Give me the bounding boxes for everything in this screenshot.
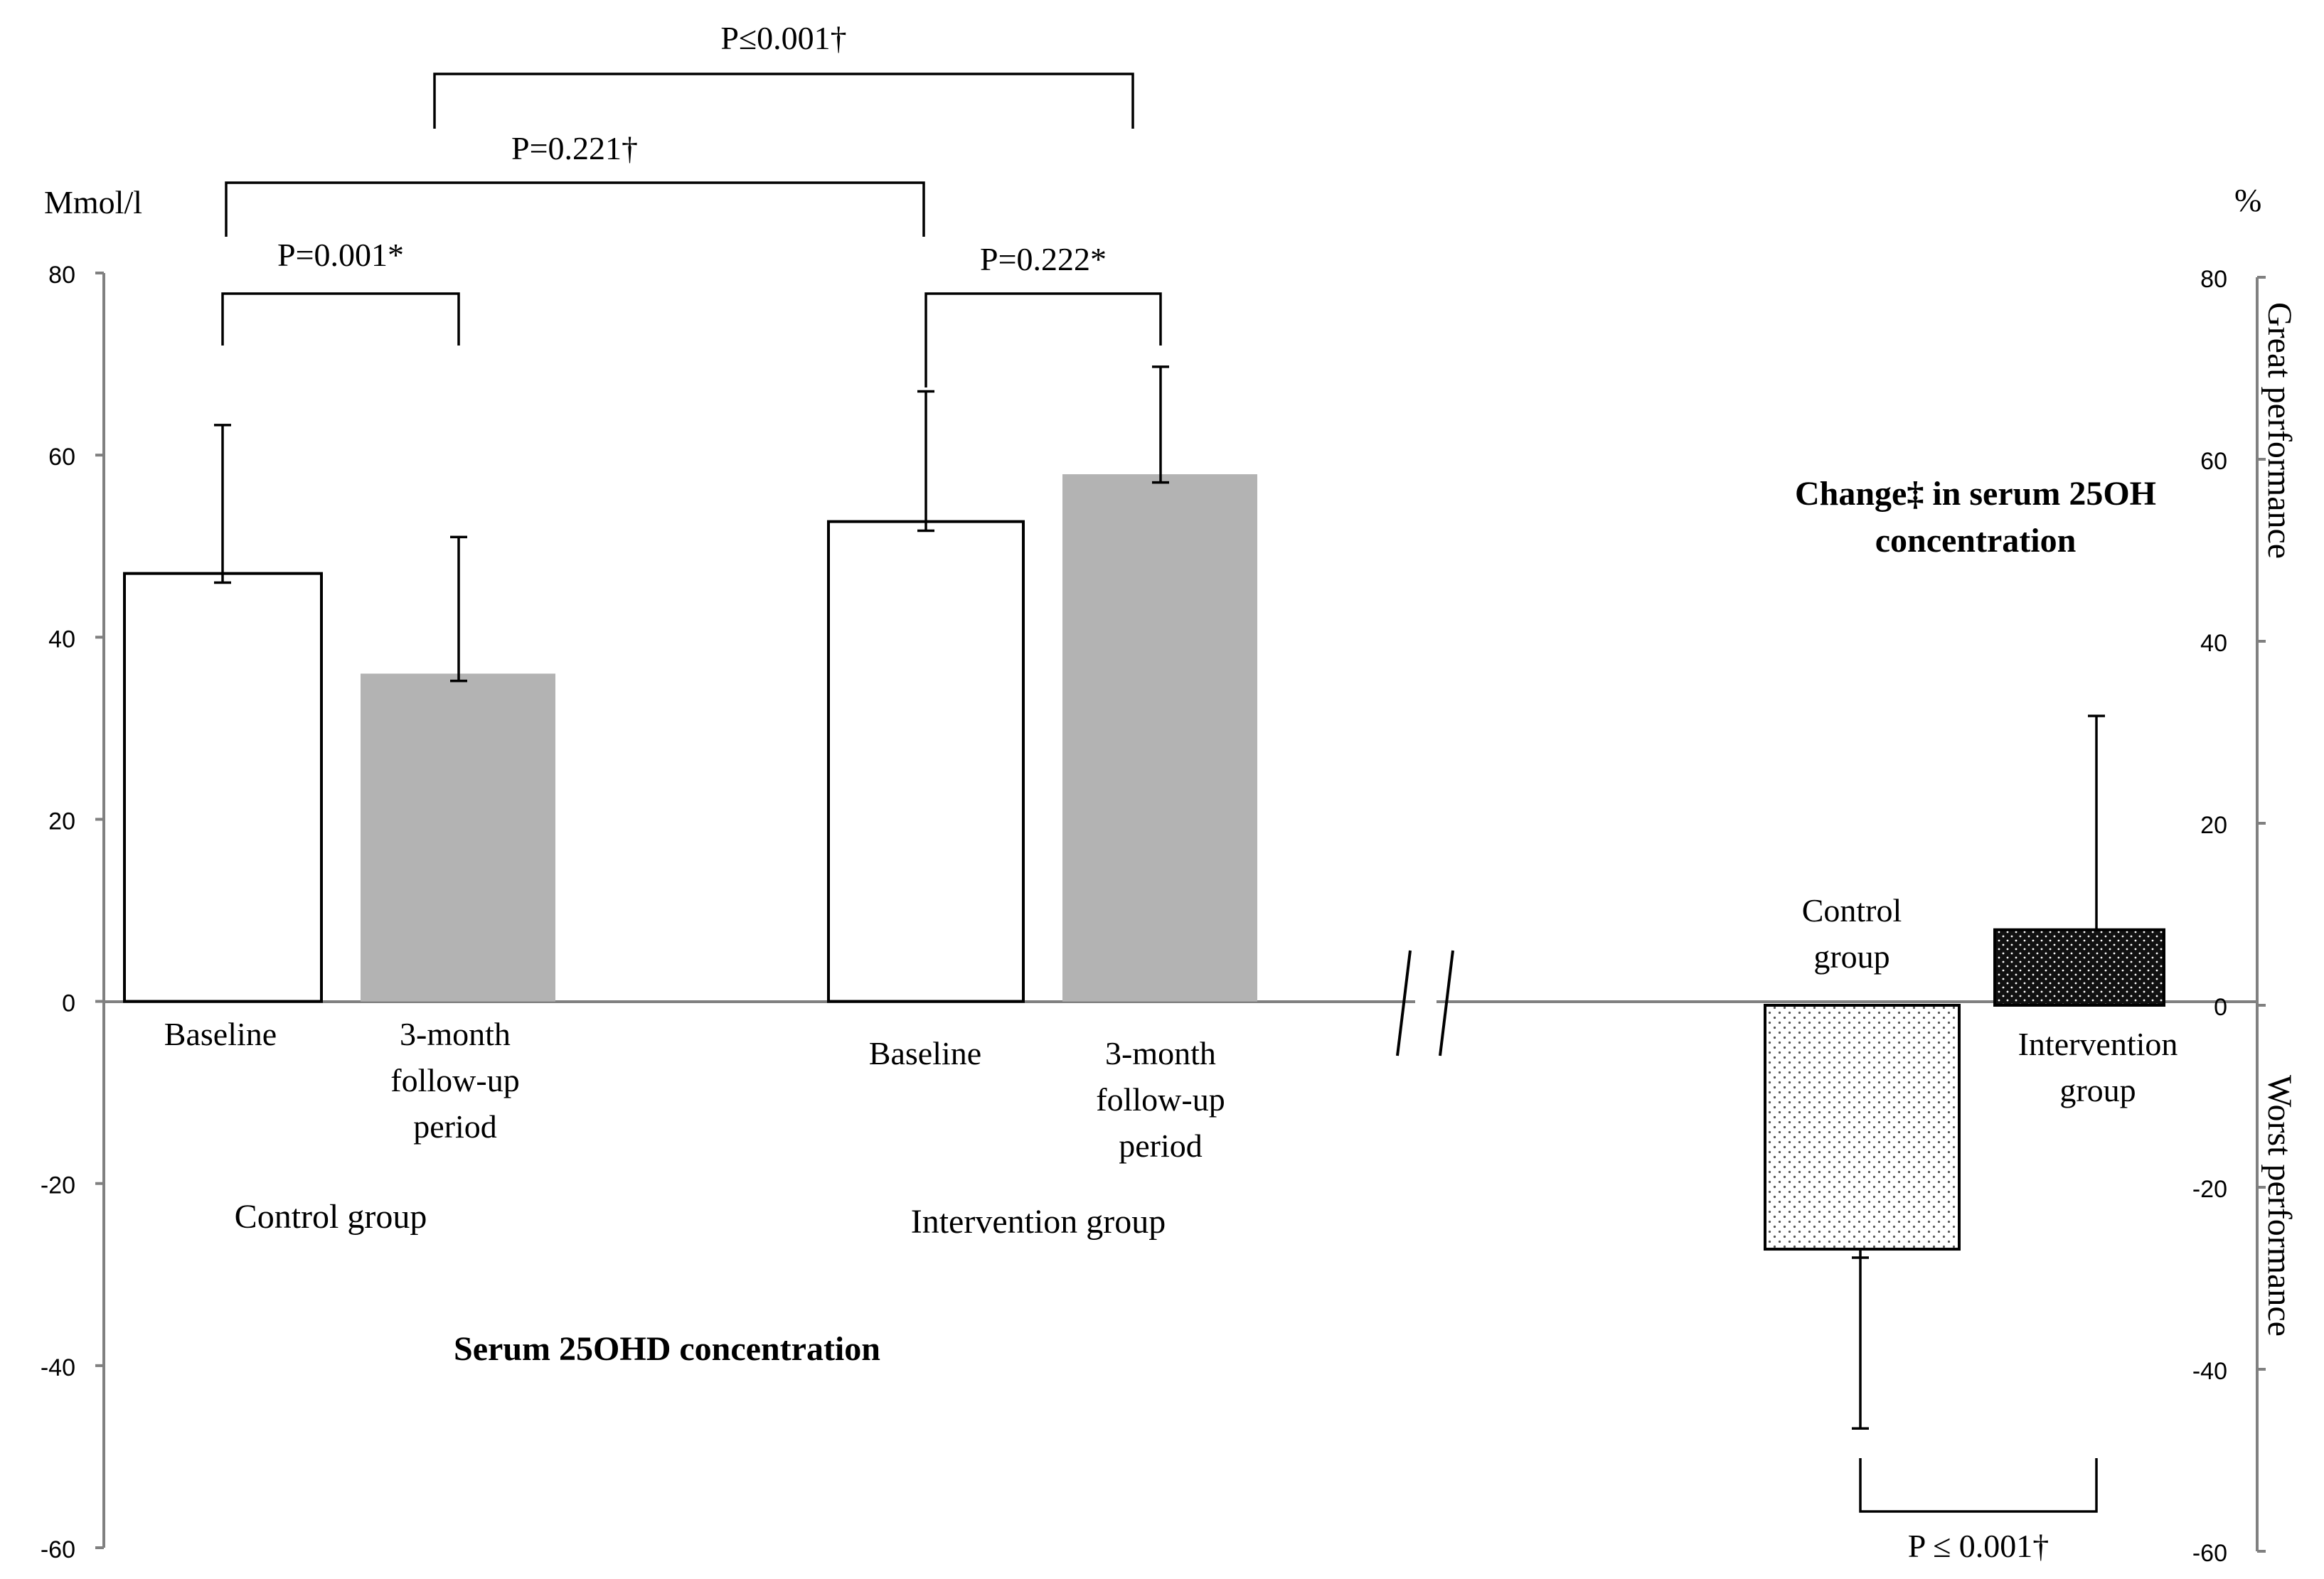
bar [361, 673, 555, 1002]
bracket-control [221, 292, 460, 346]
significance-brackets: P=0.001* P=0.222* P=0.221† P≤0.001† P ≤ … [221, 20, 2098, 1564]
bracket-label-baseline: P=0.221† [511, 130, 638, 166]
group-label-control: Control group [235, 1198, 427, 1236]
right-y-label-top: Great performance [2261, 302, 2298, 559]
bar-label-control-followup: period [413, 1108, 497, 1145]
left-y-tick-label: -60 [41, 1536, 75, 1563]
change-bar-label-control: Control [1802, 892, 1902, 928]
left-y-tick-label: -20 [41, 1172, 75, 1199]
bar-label-control-baseline: Baseline [164, 1016, 277, 1052]
change-bar-label-intervention: Intervention [2018, 1026, 2178, 1062]
bracket-followup [433, 73, 1134, 129]
bar-label-intervention-followup: period [1119, 1128, 1203, 1164]
left-y-unit: Mmol/l [44, 184, 142, 220]
right-y-tick-label: 0 [2214, 994, 2227, 1021]
bar-label-control-followup: 3-month [400, 1016, 511, 1052]
right-y-ticks: 80 60 40 20 0 -20 -40 -60 [2192, 266, 2266, 1567]
left-y-tick-label: 80 [48, 262, 75, 289]
bar-label-intervention-followup: follow-up [1096, 1081, 1225, 1118]
right-y-tick-label: -60 [2192, 1540, 2227, 1567]
bar [1062, 474, 1257, 1002]
left-panel-title: Serum 25OHD concentration [454, 1330, 880, 1368]
change-bar [1993, 928, 2165, 1007]
bar-label-intervention-followup: 3-month [1105, 1035, 1216, 1071]
right-y-tick-label: -40 [2192, 1358, 2227, 1385]
bracket-baseline [225, 181, 925, 237]
left-y-ticks: 80 60 40 20 0 -20 -40 -60 [41, 262, 104, 1563]
change-bar-label-control: group [1813, 938, 1889, 975]
bar [827, 520, 1025, 1003]
change-bar [1764, 1004, 1961, 1251]
bar [123, 572, 323, 1003]
right-y-label-bottom: Worst performance [2261, 1075, 2298, 1337]
right-y-unit: % [2234, 182, 2261, 218]
right-y-tick-label: 20 [2200, 812, 2227, 839]
bracket-label-control: P=0.001* [277, 237, 404, 273]
right-y-tick-label: 40 [2200, 630, 2227, 657]
right-y-tick-label: 80 [2200, 266, 2227, 293]
bars [123, 474, 2165, 1251]
axis-break-mark [1396, 950, 1412, 1056]
group-label-intervention: Intervention group [911, 1203, 1166, 1241]
left-y-tick-label: 40 [48, 626, 75, 653]
right-y-tick-label: 60 [2200, 448, 2227, 475]
change-bar-label-intervention: group [2059, 1072, 2136, 1108]
left-y-tick-label: 0 [62, 990, 75, 1017]
right-y-tick-label: -20 [2192, 1176, 2227, 1203]
left-y-tick-label: 60 [48, 444, 75, 471]
bracket-change [1859, 1458, 2098, 1513]
error-bars [214, 365, 2105, 1430]
bracket-label-intervention: P=0.222* [980, 241, 1107, 277]
left-y-tick-label: 20 [48, 808, 75, 835]
axis-break-mark [1439, 950, 1454, 1056]
change-panel-title: concentration [1875, 522, 2077, 560]
bracket-label-followup: P≤0.001† [720, 20, 846, 56]
bracket-label-change: P ≤ 0.001† [1908, 1528, 2050, 1564]
bar-label-control-followup: follow-up [390, 1062, 519, 1098]
bar-label-intervention-baseline: Baseline [869, 1035, 981, 1071]
left-y-tick-label: -40 [41, 1354, 75, 1381]
bracket-intervention [924, 292, 1162, 387]
change-panel-title: Change‡ in serum 25OH [1795, 475, 2156, 513]
